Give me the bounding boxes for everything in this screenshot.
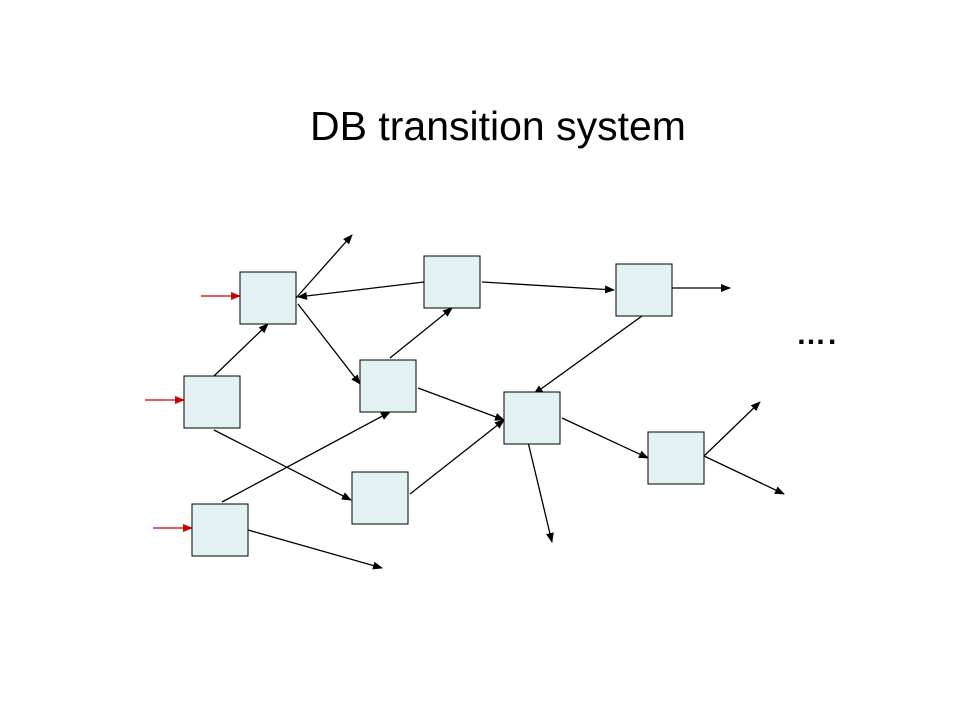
continuation-ellipsis: ….	[796, 318, 839, 351]
state-s5	[351, 471, 409, 525]
transition-s4-s6	[389, 307, 453, 359]
state-s1	[239, 271, 297, 325]
transition-s7-s10	[561, 417, 649, 459]
states-layer	[183, 255, 705, 557]
transition-s10-out-5	[703, 401, 761, 457]
transition-s1-out-1	[295, 234, 353, 299]
transition-s6-s1	[297, 281, 425, 300]
transition-s2-s1	[213, 323, 269, 377]
transition-s7-out-4	[527, 441, 554, 543]
transition-s2-s5	[213, 429, 352, 501]
transition-s4-s7	[417, 387, 505, 421]
state-s4	[359, 359, 417, 413]
transition-s1-s4	[297, 303, 361, 385]
transition-s5-s7	[409, 419, 505, 495]
state-s9	[615, 263, 673, 317]
transition-s6-s9	[481, 281, 615, 294]
state-s10	[647, 431, 705, 485]
state-s2	[183, 375, 241, 429]
state-s7	[503, 391, 561, 445]
slide-title: DB transition system	[310, 103, 686, 149]
state-s6	[423, 255, 481, 309]
edges-layer	[145, 234, 785, 570]
state-s3	[191, 503, 249, 557]
transition-s10-out-6	[703, 455, 785, 495]
transition-s9-s7	[533, 315, 643, 395]
transition-s3-s4	[221, 411, 391, 503]
transition-s3-out-2	[247, 529, 383, 570]
